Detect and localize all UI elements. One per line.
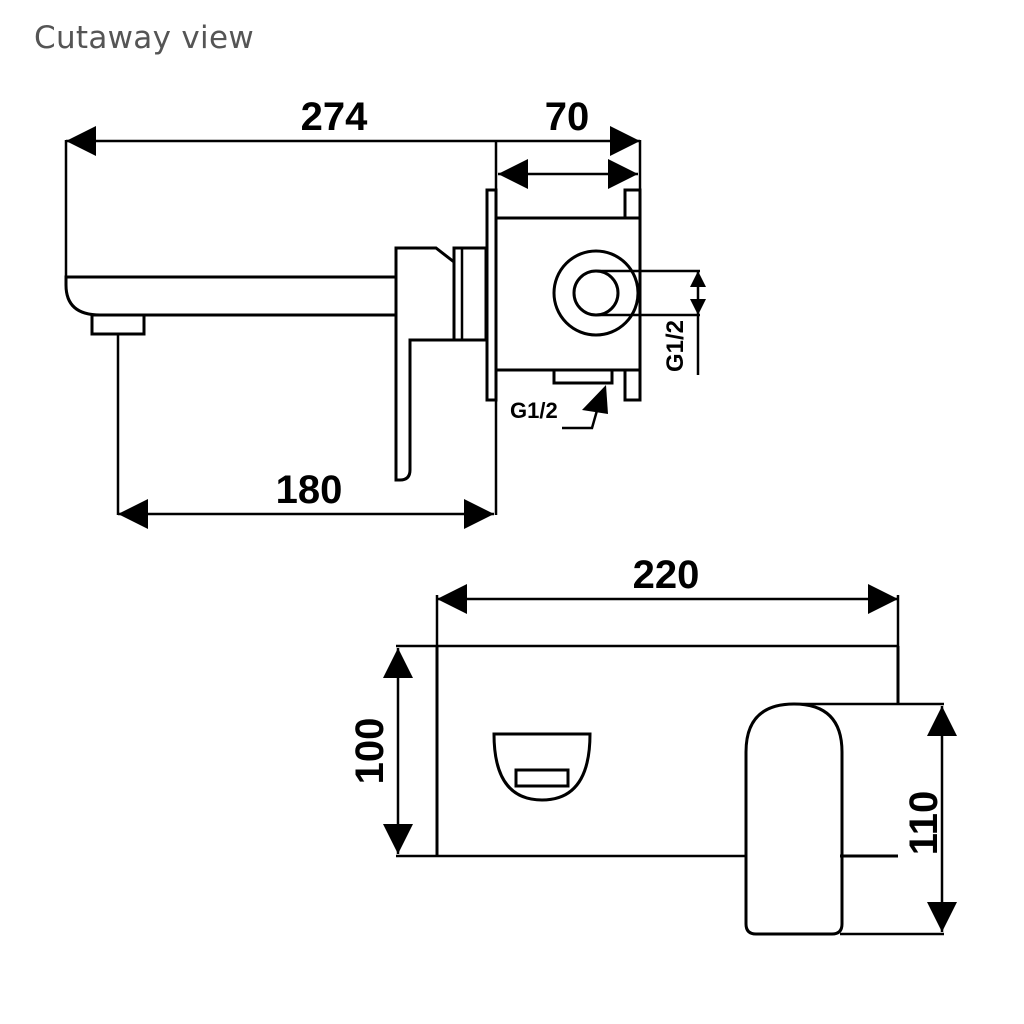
side-view: 274 70: [64, 95, 706, 529]
handle-front: [744, 702, 944, 936]
dim-100-label: 100: [348, 718, 392, 785]
page-title: Cutaway view: [34, 20, 254, 56]
spout-outlet: [492, 732, 592, 802]
lever-handle: [394, 246, 488, 482]
dimension-outlet-thread: G1/2: [662, 271, 706, 375]
dim-110-label: 110: [902, 791, 946, 856]
thread-inlet-label: G1/2: [510, 398, 558, 423]
dim-274-label: 274: [301, 95, 368, 139]
dimension-total-length: 274: [64, 95, 640, 285]
dimension-plate-width: 220: [435, 553, 900, 648]
dimension-spout-reach: 180: [118, 468, 494, 529]
spout: [64, 275, 398, 515]
dimension-body-depth: 70: [494, 95, 642, 515]
concealed-body: [494, 188, 700, 402]
dimension-plate-height: 100: [348, 648, 413, 854]
front-view: 220 100: [348, 553, 957, 936]
dim-220-label: 220: [633, 553, 700, 597]
wall-plate: [396, 644, 900, 858]
inlet-thread-pointer: G1/2: [510, 385, 608, 430]
dim-180-label: 180: [276, 468, 343, 512]
dim-70-label: 70: [545, 95, 590, 139]
thread-outlet-label: G1/2: [662, 320, 689, 372]
dimension-handle-height: 110: [902, 706, 957, 932]
